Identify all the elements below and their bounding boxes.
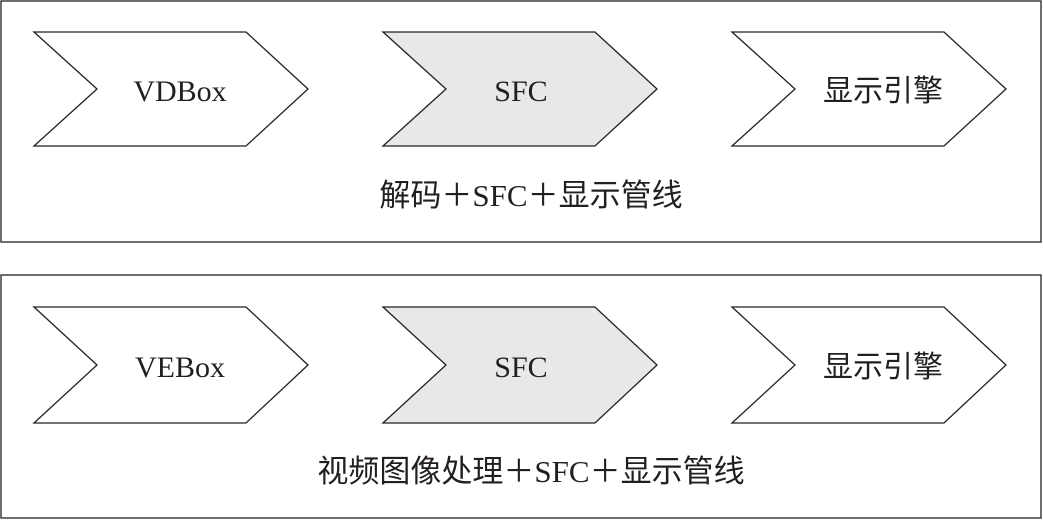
chevron-shape <box>730 31 1007 147</box>
stage-label: VDBox <box>133 75 226 108</box>
chevron-shape <box>381 306 658 424</box>
stage-label: VEBox <box>135 351 225 384</box>
stage-chevron-3: 显示引擎 <box>730 306 1007 424</box>
chevron-shape <box>381 31 658 147</box>
stage-chevron-2: SFC <box>381 306 658 424</box>
chevron-shape <box>32 31 309 147</box>
stage-chevron-3: 显示引擎 <box>730 31 1007 147</box>
pipeline-panel-2: VEBox SFC 显示引擎 视频图像处理＋SFC＋显示管线 <box>0 274 1042 519</box>
chevron-shape <box>32 306 309 424</box>
pipeline-caption: 解码＋SFC＋显示管线 <box>379 178 682 213</box>
chevron-shape <box>730 306 1007 424</box>
stage-label: 显示引擎 <box>823 351 943 384</box>
stage-chevron-1: VDBox <box>32 31 309 147</box>
stage-label: SFC <box>494 75 547 108</box>
pipeline-panel-1: VDBox SFC 显示引擎 解码＋SFC＋显示管线 <box>0 0 1042 243</box>
stage-label: 显示引擎 <box>823 75 943 108</box>
stage-chevron-1: VEBox <box>32 306 309 424</box>
stage-label: SFC <box>494 351 547 384</box>
pipeline-caption: 视频图像处理＋SFC＋显示管线 <box>317 454 744 489</box>
stage-chevron-2: SFC <box>381 31 658 147</box>
